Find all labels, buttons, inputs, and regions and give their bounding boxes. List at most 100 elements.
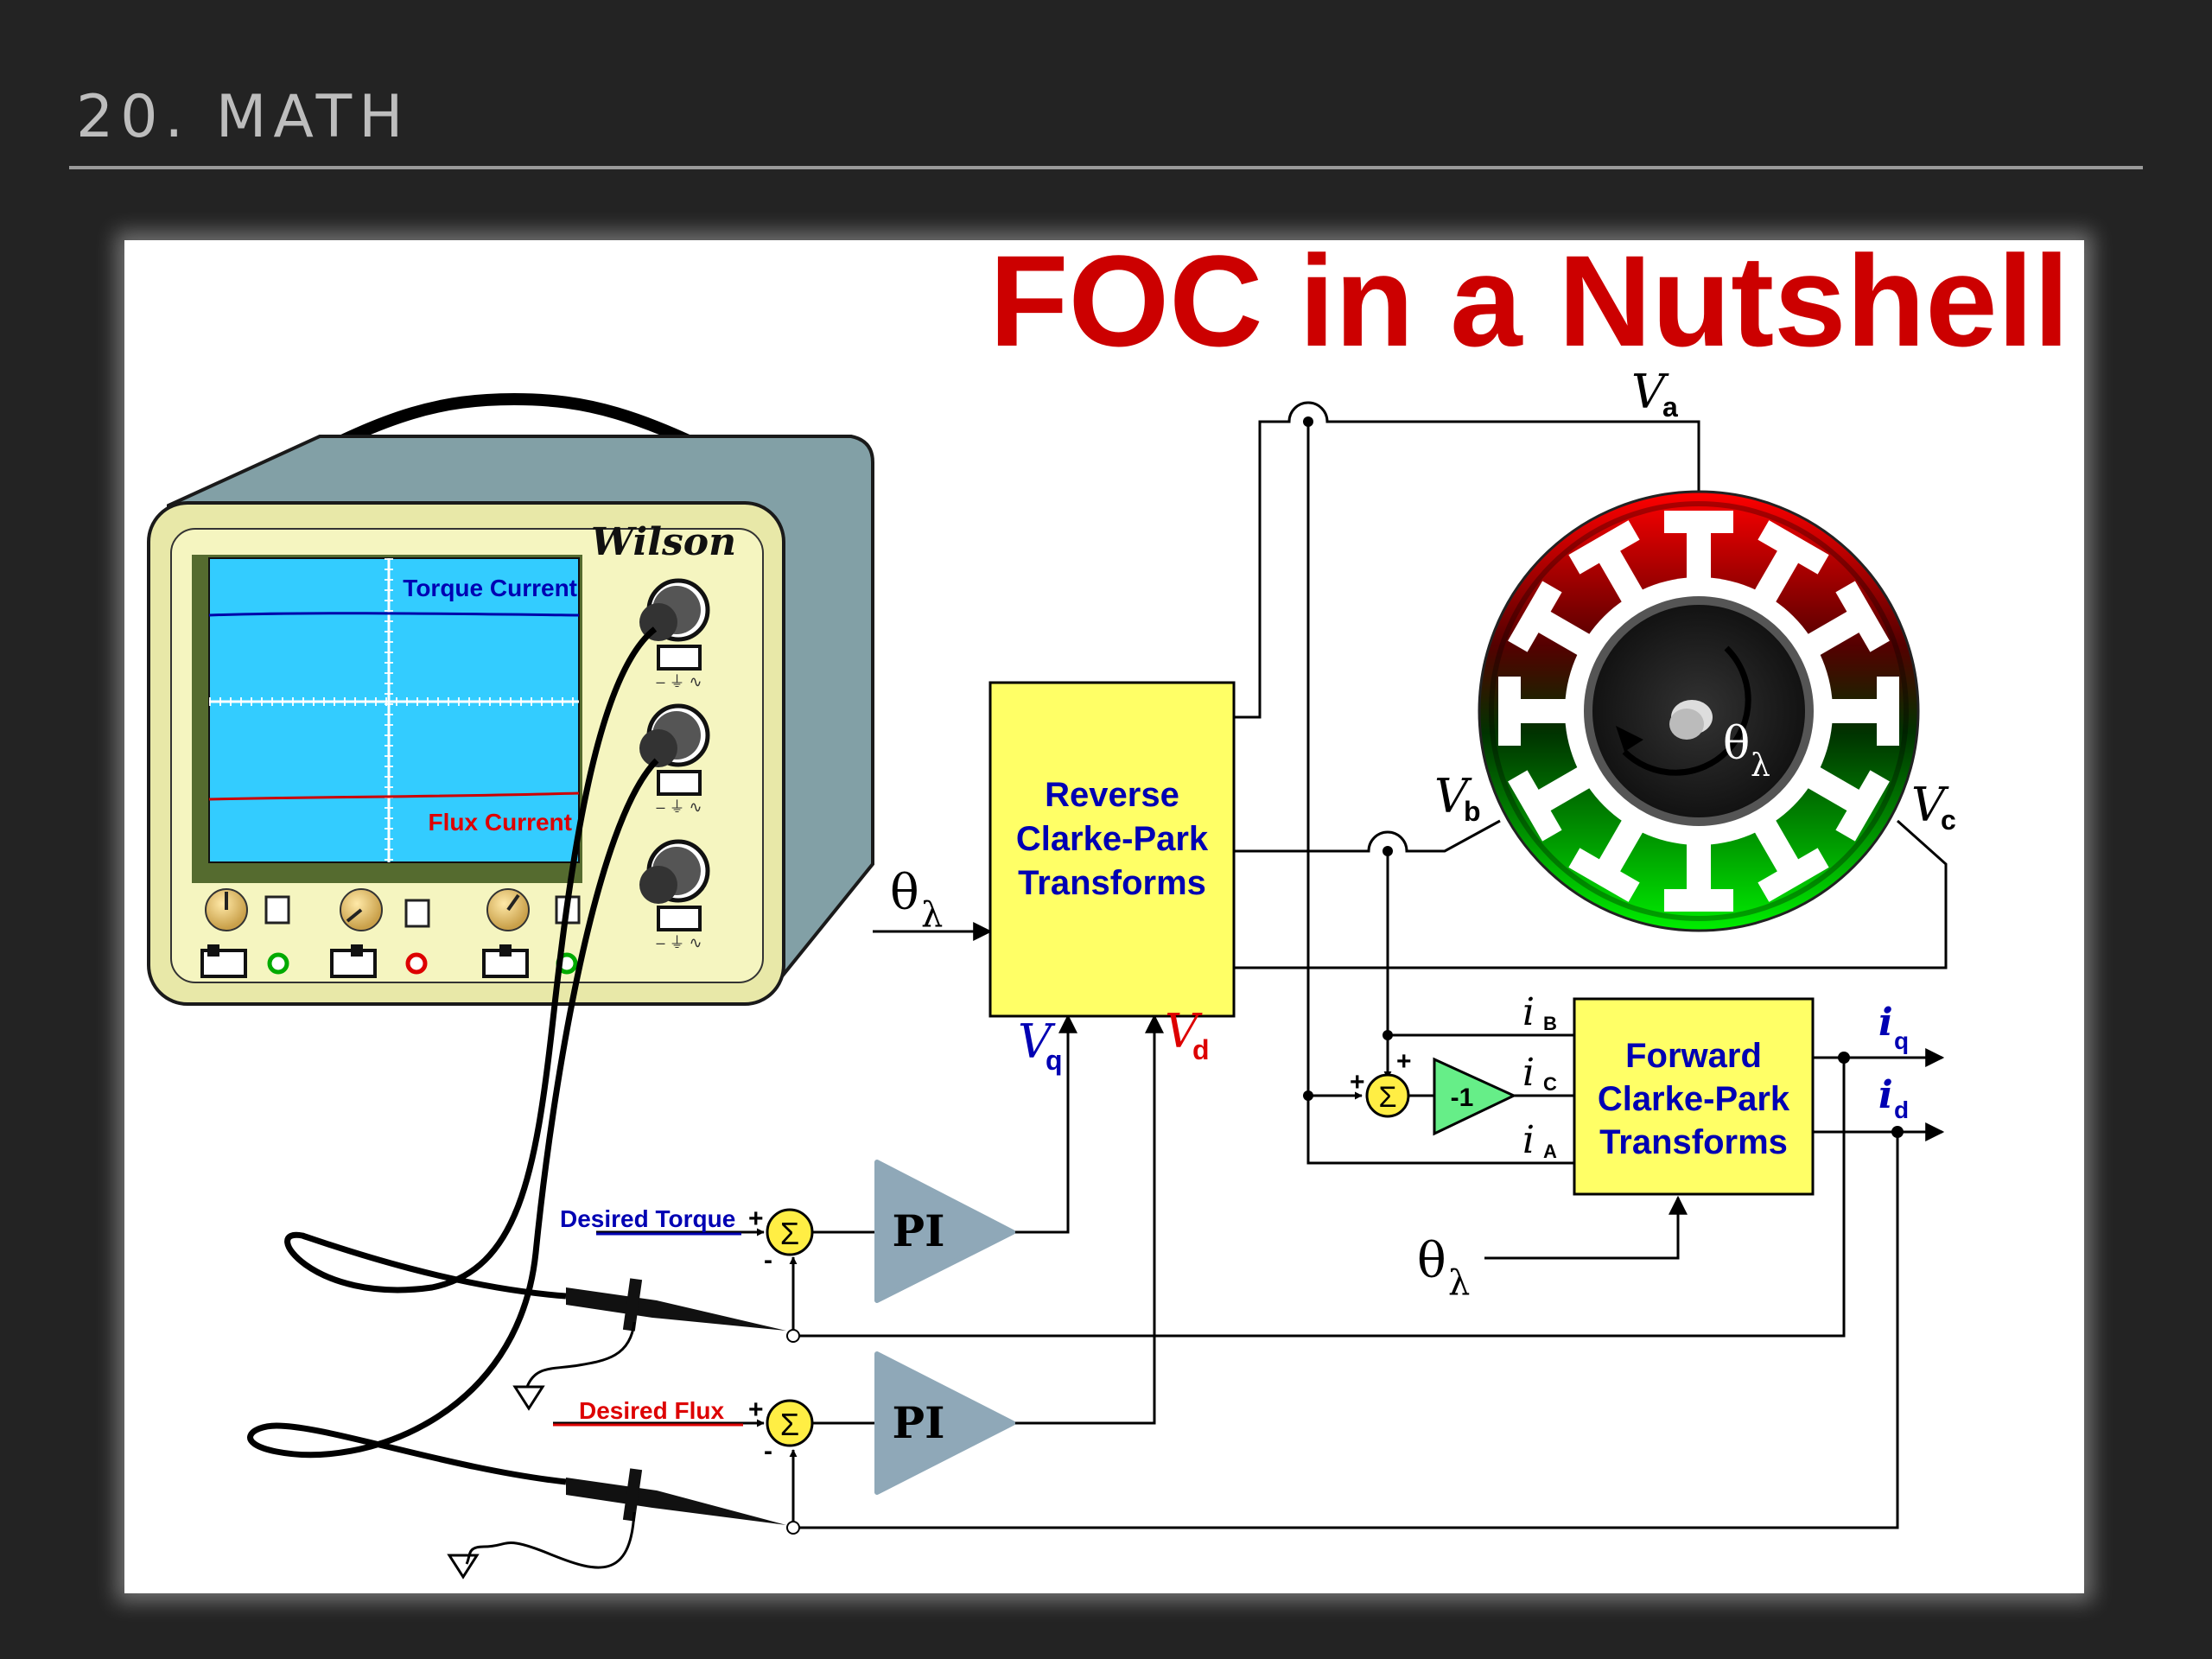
sum-flux-plus: + [748,1395,764,1424]
svg-text:A: A [1543,1141,1557,1162]
sum-torque-minus: - [764,1246,772,1274]
probe-tips [786,1329,800,1535]
stator-slot [1568,817,1645,902]
desired-torque-label: Desired Torque [560,1205,735,1232]
pi-flux-label: PI [893,1397,945,1448]
stator-slot [1664,511,1733,582]
stator-slot [1804,581,1890,658]
svg-text:– ⏚ ∿: – ⏚ ∿ [656,798,702,816]
stator-slot [1508,765,1593,842]
signal-wires [553,401,1948,1529]
ib-label: i B [1522,990,1557,1034]
sum-ic-plus-top: + [1396,1047,1412,1076]
forward-line3: Transforms [1599,1123,1788,1161]
svg-text:a: a [1662,391,1678,423]
svg-text:V: V [1911,778,1949,832]
sum-ic-symbol: Σ [1378,1081,1396,1114]
vc-label: V c [1911,778,1956,836]
svg-text:i: i [1522,1118,1535,1162]
motor: θ λ [1478,490,1920,932]
probe-torque [512,1278,786,1411]
svg-text:d: d [1192,1034,1210,1065]
sum-node-torque: Σ + - [748,1205,814,1274]
reverse-line1: Reverse [1045,776,1179,814]
scope-screen [208,557,580,863]
torque-trace [208,612,580,617]
flux-trace [208,791,580,801]
pi-torque-label: PI [893,1205,945,1256]
svg-text:V: V [1631,365,1669,419]
slide-title: 20. MATH [76,83,410,151]
iq-label: i q [1878,1001,1909,1054]
stator-slot [1804,765,1890,842]
forward-line1: Forward [1625,1037,1762,1075]
stator-slot [1664,841,1733,912]
svg-text:V: V [1018,1014,1056,1069]
pi-flux-block: PI [874,1351,1015,1495]
svg-text:λ: λ [1448,1263,1470,1303]
svg-text:V: V [1434,769,1472,823]
pi-torque-block: PI [874,1160,1015,1303]
scope-brand: Wilson [591,520,736,564]
reverse-transform-block: Reverse Clarke-Park Transforms [988,681,1236,1018]
svg-text:V: V [1165,1004,1203,1058]
va-label: V a [1631,365,1678,423]
stator-slots [1498,511,1899,912]
svg-text:B: B [1543,1013,1557,1034]
svg-text:C: C [1543,1073,1557,1095]
probe-cables [247,626,659,1485]
stator-slot [1568,520,1645,606]
sum-flux-symbol: Σ [780,1407,799,1442]
theta-reverse-label: θ λ [890,865,943,935]
svg-text:q: q [1046,1045,1063,1076]
reverse-line3: Transforms [1018,864,1206,902]
oscilloscope: Wilson Torque Current Flux Current [147,392,874,1006]
ia-label: i A [1522,1118,1557,1162]
rotation-arrow-icon [1616,726,1643,752]
junction-dots [1303,416,1904,1138]
sum-node-flux: Σ + - [748,1395,814,1465]
ic-label: i C [1522,1051,1557,1095]
theta-forward-label: θ λ [1417,1233,1470,1303]
scope-knobs[interactable] [200,888,581,978]
stator-slot [1828,677,1899,746]
svg-text:– ⏚ ∿: – ⏚ ∿ [656,673,702,690]
scope-channel-inputs[interactable]: – ⏚ ∿ – ⏚ ∿ – ⏚ ∿ [639,578,710,951]
gain-label: -1 [1451,1084,1474,1112]
stator-slot [1498,677,1569,746]
stator-slot [1752,520,1829,606]
svg-text:θ: θ [1723,718,1750,770]
svg-text:i: i [1878,1073,1893,1117]
vb-label: V b [1434,769,1481,827]
vd-label: V d [1165,1004,1210,1065]
torque-trace-label: Torque Current [403,575,577,601]
sum-torque-plus: + [748,1205,764,1233]
svg-text:– ⏚ ∿: – ⏚ ∿ [656,934,702,951]
forward-transform-block: Forward Clarke-Park Transforms [1573,997,1815,1196]
svg-text:λ: λ [1751,748,1770,784]
forward-line2: Clarke-Park [1598,1080,1790,1118]
theta-rotor-label: θ λ [1723,718,1770,784]
id-label: i d [1878,1073,1909,1123]
svg-text:q: q [1894,1027,1909,1054]
diagram-title: FOC in a Nutshell [989,228,2069,373]
probe-flux [447,1468,786,1580]
svg-text:i: i [1522,990,1535,1034]
title-divider [69,166,2143,169]
svg-text:i: i [1522,1051,1535,1095]
svg-text:λ: λ [921,895,943,935]
sum-ic-plus-left: + [1350,1068,1365,1096]
svg-text:b: b [1464,796,1481,827]
svg-text:c: c [1941,804,1956,836]
desired-flux-label: Desired Flux [579,1397,724,1424]
sum-torque-symbol: Σ [780,1216,799,1251]
sum-node-ic: Σ + + [1350,1047,1412,1118]
scope-handle [290,392,742,471]
svg-text:θ: θ [1417,1233,1446,1289]
vq-label: V q [1018,1014,1063,1076]
svg-text:d: d [1894,1096,1909,1123]
flux-trace-label: Flux Current [429,809,572,836]
gain-block: -1 [1433,1057,1517,1136]
reverse-line2: Clarke-Park [1016,820,1209,858]
